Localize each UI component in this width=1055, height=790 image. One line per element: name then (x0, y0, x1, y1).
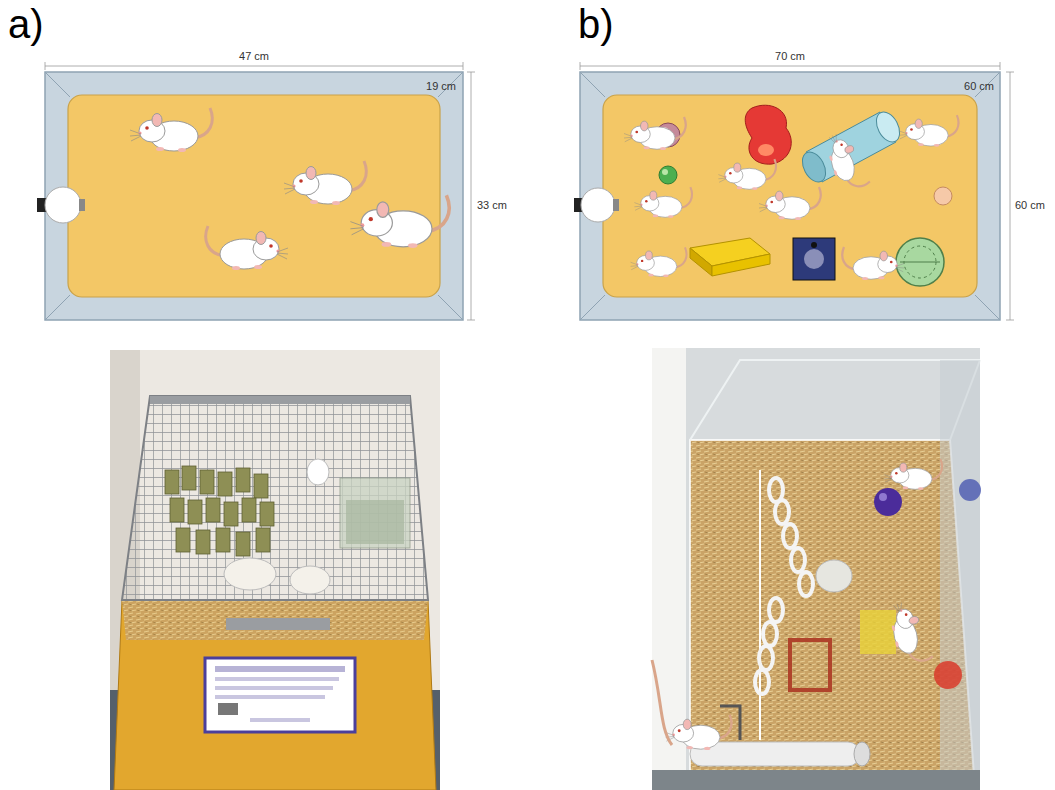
cage-photo (110, 350, 440, 790)
dimension-label: 47 cm (239, 50, 269, 62)
dimension-label: 33 cm (477, 199, 507, 211)
panel-letter: a) (8, 2, 44, 46)
dimension-label: 60 cm (964, 80, 994, 92)
dimension-label: 60 cm (1015, 199, 1045, 211)
enriched-cage-photo (652, 348, 981, 790)
panel-letter: b) (578, 2, 614, 46)
dimension-label: 70 cm (775, 50, 805, 62)
dimension-label: 19 cm (426, 80, 456, 92)
